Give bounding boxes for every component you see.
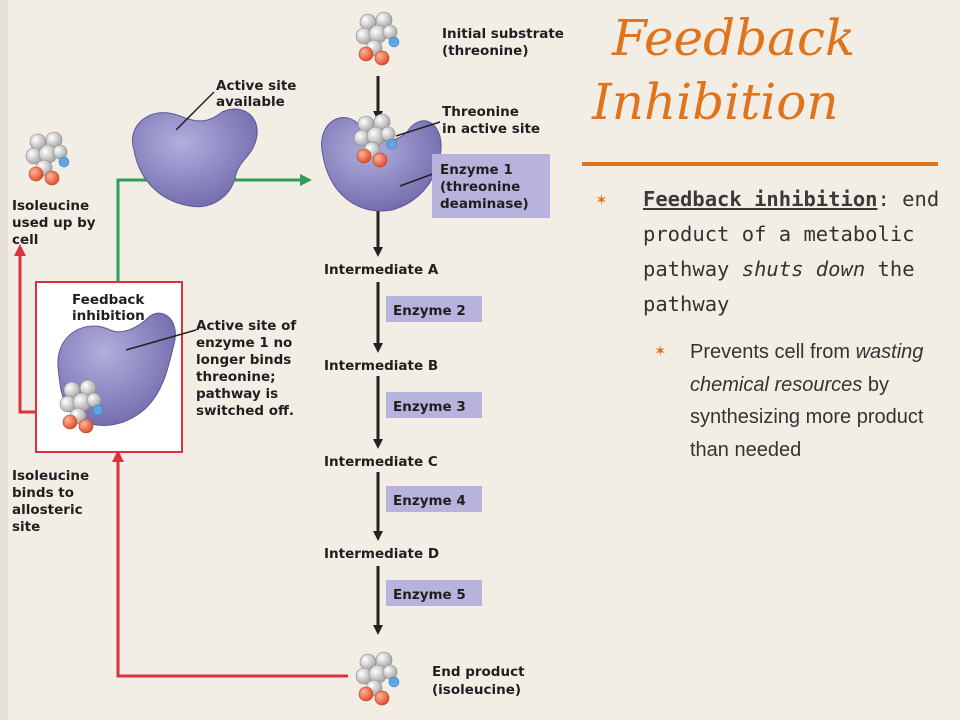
- no-longer-line2: enzyme 1 no: [196, 335, 292, 351]
- leader-threonine-active-site: [395, 121, 441, 137]
- isoleucine-binds-line1: Isoleucine: [12, 468, 89, 484]
- slide-title: Feedback Inhibition: [592, 6, 952, 134]
- bullet2-text-end: by synthesizing more product than needed: [690, 373, 924, 461]
- bullet-prevents-waste: ✶ Prevents cell from wasting chemical re…: [596, 336, 951, 466]
- substrate-label-line1: Initial substrate: [442, 26, 564, 42]
- feedback-inhibition-label: Feedback inhibition: [72, 292, 145, 324]
- isoleucine-binds-label: Isoleucine binds to allosteric site: [12, 468, 89, 535]
- red-feedback-arrow: [112, 450, 348, 678]
- feedback-label-line2: inhibition: [72, 308, 145, 324]
- isoleucine-binds-line2: binds to: [12, 485, 74, 501]
- feedback-inhibition-diagram: Initial substrate (threonine) Active sit…: [0, 0, 564, 720]
- threonine-active-line2: in active site: [442, 121, 540, 137]
- isoleucine-used-line3: cell: [12, 232, 38, 248]
- bullet1-term: Feedback inhibition: [643, 187, 878, 211]
- isoleucine-used-label: Isoleucine used up by cell: [12, 198, 96, 248]
- substrate-label: Initial substrate (threonine): [442, 26, 564, 59]
- leader-active-site-available: [175, 91, 215, 131]
- enzyme3-label-bg: [386, 392, 482, 418]
- enzyme1-line1: Enzyme 1: [440, 162, 513, 178]
- bullet2-text: Prevents cell from: [690, 341, 856, 363]
- enzyme1-label: Enzyme 1 (threonine deaminase): [440, 162, 529, 212]
- no-longer-line1: Active site of: [196, 318, 296, 334]
- bullet-feedback-inhibition: ✶ Feedback inhibition: end product of a …: [596, 182, 951, 322]
- no-longer-line4: threonine;: [196, 369, 276, 385]
- star-subbullet-icon: ✶: [654, 343, 667, 360]
- no-longer-line3: longer binds: [196, 352, 291, 368]
- intermediate-a-label: Intermediate A: [324, 262, 439, 278]
- end-product-label: End product (isoleucine): [432, 664, 525, 698]
- green-activation-arrow: [116, 174, 312, 282]
- enzyme2-label-bg: [386, 296, 482, 322]
- left-edge-strip: [0, 0, 8, 720]
- isoleucine-binds-line3: allosteric: [12, 502, 83, 518]
- active-site-available-line2: available: [216, 94, 285, 110]
- active-site-no-longer-label: Active site of enzyme 1 no longer binds …: [196, 318, 296, 419]
- substrate-label-line2: (threonine): [442, 43, 529, 59]
- active-site-available-line1: Active site: [216, 78, 296, 94]
- isoleucine-used-line1: Isoleucine: [12, 198, 89, 214]
- no-longer-line6: switched off.: [196, 403, 294, 419]
- title-line2: Inhibition: [592, 73, 839, 131]
- no-longer-line5: pathway is: [196, 386, 278, 402]
- bullet-list: ✶ Feedback inhibition: end product of a …: [596, 182, 951, 466]
- title-line1: Feedback: [612, 9, 856, 67]
- threonine-molecule: [355, 11, 400, 66]
- enzyme1-line2: (threonine: [440, 179, 520, 195]
- threonine-active-line1: Threonine: [442, 104, 519, 120]
- enzyme1-label-bg: [432, 154, 550, 218]
- active-site-available-label: Active site available: [216, 78, 296, 110]
- enzyme4-label: Enzyme 4: [393, 493, 466, 509]
- red-isoleucine-used-arrow: [14, 244, 36, 414]
- isoleucine-used-line2: used up by: [12, 215, 96, 231]
- bullet1-text: : end product of a metabolic pathway: [643, 187, 940, 281]
- intermediate-b-label: Intermediate B: [324, 358, 438, 374]
- enzyme5-label-bg: [386, 580, 482, 606]
- bullet1-emphasis: shuts down: [741, 257, 866, 281]
- star-bullet-icon: ✶: [596, 189, 607, 210]
- title-underline: [582, 162, 938, 166]
- bullet2-emphasis: wasting chemical resources: [690, 341, 924, 396]
- intermediate-d-label: Intermediate D: [324, 546, 439, 562]
- enzyme4-label-bg: [386, 486, 482, 512]
- intermediate-c-label: Intermediate C: [324, 454, 438, 470]
- leader-active-site-no-longer: [125, 329, 197, 351]
- enzyme2-label: Enzyme 2: [393, 303, 466, 319]
- enzyme-active-site-available: [132, 108, 258, 208]
- isoleucine-used-molecule: [25, 131, 70, 186]
- enzyme1-line3: deaminase): [440, 196, 529, 212]
- feedback-label-line1: Feedback: [72, 292, 145, 308]
- enzyme5-label: Enzyme 5: [393, 587, 466, 603]
- isoleucine-binds-line4: site: [12, 519, 40, 535]
- leader-enzyme1: [399, 171, 439, 187]
- enzyme3-label: Enzyme 3: [393, 399, 466, 415]
- end-product-line1: End product: [432, 664, 525, 680]
- end-product-line2: (isoleucine): [432, 682, 521, 698]
- bullet1-text-end: the pathway: [643, 257, 915, 316]
- end-product-molecule: [355, 651, 400, 706]
- threonine-active-site-label: Threonine in active site: [442, 104, 540, 137]
